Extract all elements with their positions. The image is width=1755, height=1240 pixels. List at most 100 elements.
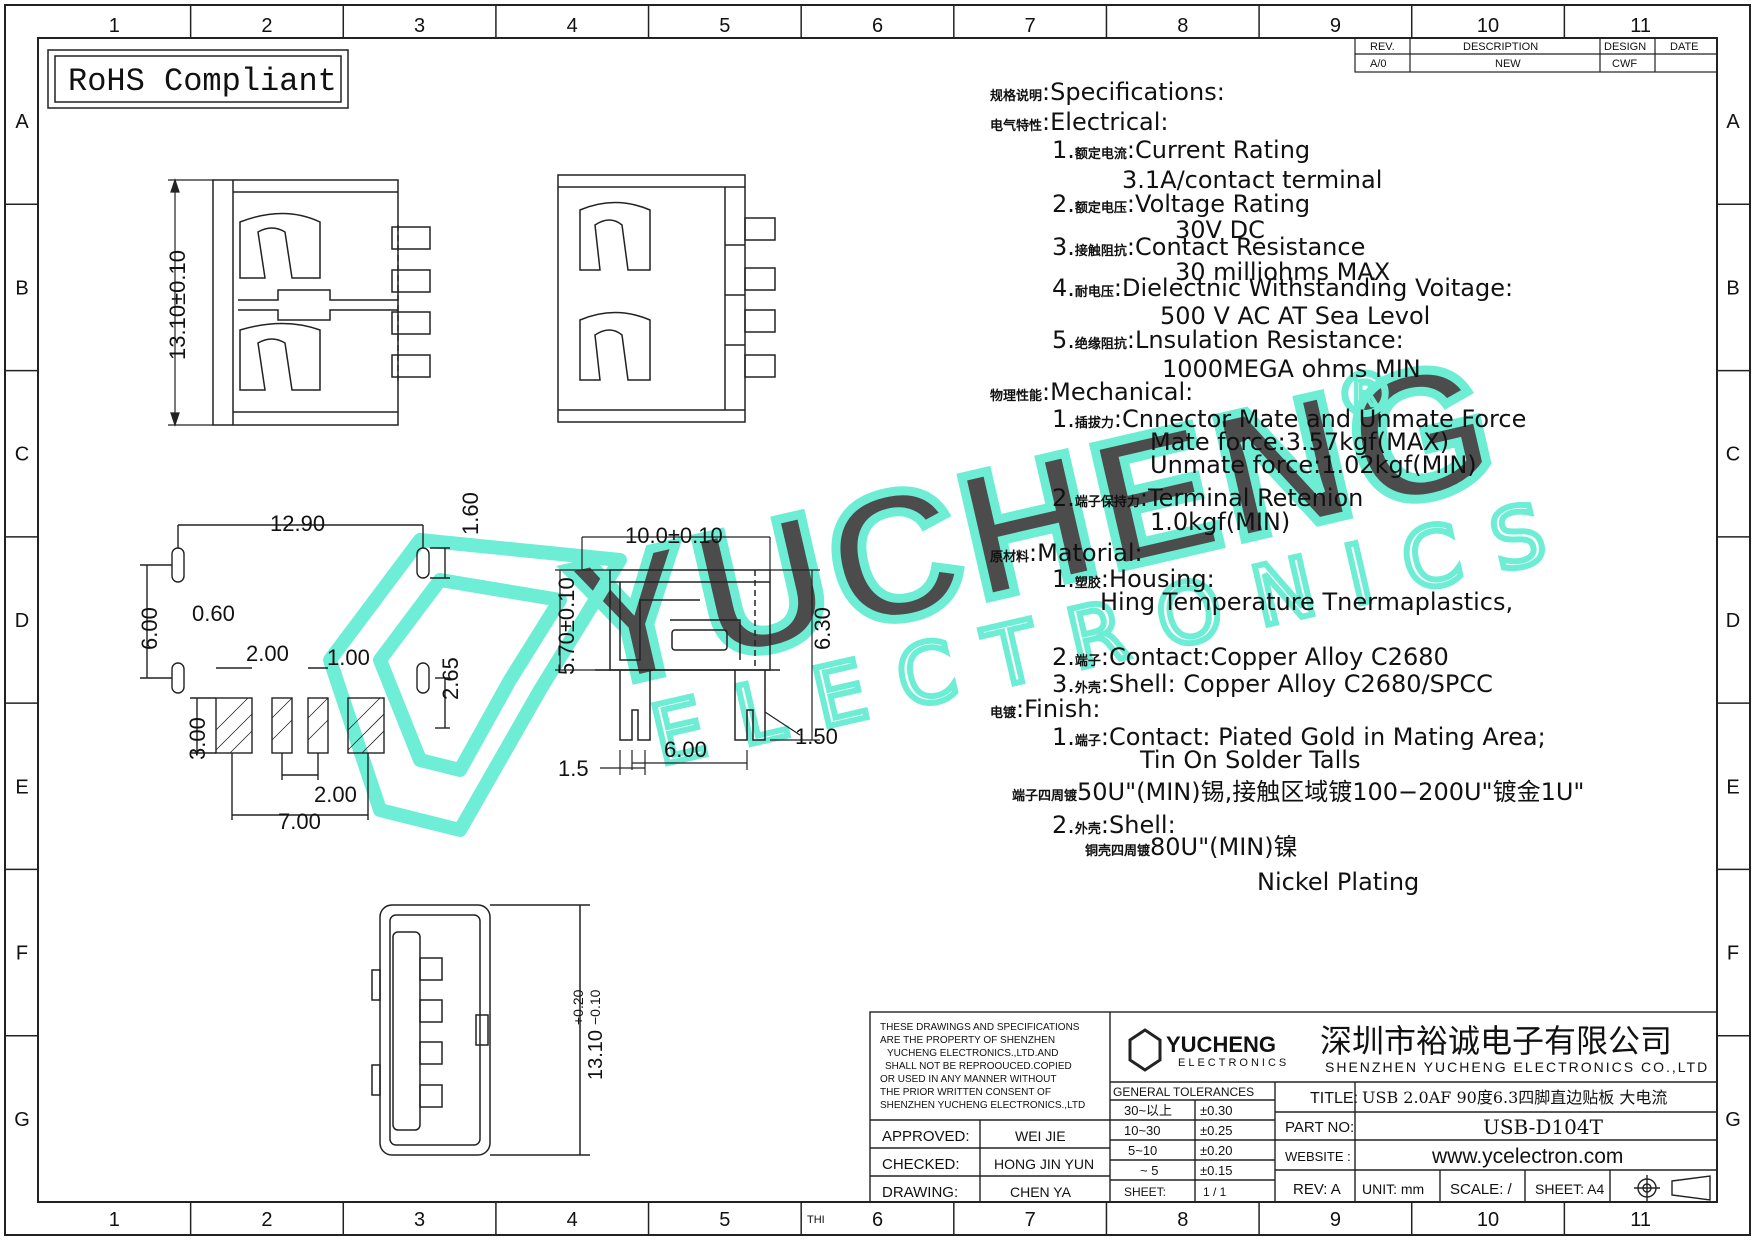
company-name-en: SHENZHEN YUCHENG ELECTRONICS CO.,LTD — [1325, 1059, 1709, 1075]
spec-text: Electrical: — [1050, 108, 1169, 136]
spec-cn-label: 耐电压 — [1074, 285, 1114, 300]
tolerance-value-1: ±0.25 — [1200, 1123, 1232, 1138]
thi-label: THI — [807, 1214, 825, 1226]
frame-col-label-top: 10 — [1477, 15, 1499, 37]
side-view-dimension-lines — [555, 536, 820, 775]
spec-text: Terminal Retenion — [1148, 484, 1364, 512]
frame-col-label-bottom: 7 — [1025, 1209, 1036, 1231]
spec-text: Shell: Copper Alloy C2680/SPCC — [1109, 670, 1493, 698]
frame-row-label-left: A — [15, 111, 29, 133]
spec-line: 铜壳四周镀80U"(MIN)镍 — [1085, 835, 1298, 859]
pcb-pad-hatching — [215, 697, 385, 754]
spec-number: 1. — [1052, 136, 1075, 164]
part-value: USB-D104T — [1483, 1115, 1604, 1139]
spec-text: Unmate force:1.02kgf(MIN) — [1150, 451, 1477, 479]
spec-line: 2.端子保持力:Terminal Retenion — [1052, 484, 1364, 512]
dim-front-height: 13.10 — [585, 1030, 607, 1080]
spec-line: 1.塑胶:Housing: — [1052, 565, 1215, 593]
spec-cn-label: 插拔力 — [1074, 416, 1114, 431]
projection-symbol-icon — [1634, 1175, 1711, 1201]
disclaimer-line-3: SHALL NOT BE REPROOUCED.COPIED — [885, 1061, 1072, 1072]
disclaimer-line-6: SHENZHEN YUCHENG ELECTRONICS.,LTD — [880, 1100, 1085, 1111]
dim-600: 6.00 — [137, 607, 162, 650]
unit-label: UNIT: mm — [1362, 1181, 1424, 1197]
spec-line: 5.绝缘阻抗:Lnsulation Resistance: — [1052, 326, 1404, 354]
spec-cn-label: 端子保持力 — [1074, 495, 1140, 510]
frame-row-label-right: B — [1726, 277, 1739, 299]
spec-number: 1. — [1052, 405, 1075, 433]
company-name-cn: 深圳市裕诚电子有限公司 — [1320, 1022, 1672, 1060]
spec-line: Hing Temperature Tnermaplastics, — [1100, 590, 1513, 614]
rev-value: A/0 — [1370, 58, 1387, 70]
spec-cn-label: 接触阻抗 — [1074, 244, 1127, 259]
frame-col-label-top: 8 — [1177, 15, 1188, 37]
dim-060: 0.60 — [192, 601, 235, 626]
dim-side-height: 5.70±0.10 — [554, 577, 579, 675]
dim-300: 3.00 — [185, 717, 210, 760]
spec-number: 2. — [1052, 643, 1075, 671]
dim-front-tol-plus: +0.20 — [570, 989, 586, 1025]
spec-cn-label: 塑胶 — [1074, 576, 1101, 591]
logo-text: YUCHENG — [1166, 1032, 1276, 1057]
spec-line: 3.接触阻抗:Contact Resistance — [1052, 233, 1366, 261]
description-header: DESCRIPTION — [1463, 41, 1538, 53]
frame-col-label-top: 1 — [109, 15, 120, 37]
spec-line: 规格说明:Specifications: — [990, 78, 1225, 106]
dim-700: 7.00 — [278, 809, 321, 834]
dim-200b: 2.00 — [314, 782, 357, 807]
revision-table — [1354, 37, 1718, 73]
tolerance-value-3: ±0.15 — [1200, 1163, 1232, 1178]
disclaimer-line-0: THESE DRAWINGS AND SPECIFICATIONS — [880, 1022, 1080, 1033]
spec-text: Voltage Rating — [1135, 190, 1311, 218]
spec-text: 30 milliohms MAX — [1175, 258, 1391, 286]
tolerance-header: GENERAL TOLERANCES — [1113, 1085, 1254, 1099]
spec-line: 物理性能:Mechanical: — [990, 378, 1194, 406]
spec-text: 1000MEGA ohms MIN — [1162, 355, 1421, 383]
spec-number: 3. — [1052, 233, 1075, 261]
frame-col-label-bottom: 8 — [1177, 1209, 1188, 1231]
sheet-label: SHEET: — [1124, 1185, 1166, 1199]
spec-text: 50U"(MIN)锡,接触区域镀100−200U"镀金1U" — [1077, 778, 1585, 806]
disclaimer-line-5: THE PRIOR WRITTEN CONSENT OF — [880, 1087, 1051, 1098]
spec-number: 2. — [1052, 190, 1075, 218]
frame-col-label-top: 7 — [1025, 15, 1036, 37]
frame-row-label-left: D — [15, 610, 29, 632]
dim-200a: 2.00 — [246, 641, 289, 666]
spec-cn-label: 端子 — [1074, 654, 1101, 669]
spec-line: 1.端子:Contact: Piated Gold in Mating Area… — [1052, 723, 1546, 751]
spec-text: Contact: Piated Gold in Mating Area; — [1109, 723, 1546, 751]
dim-side-150: 1.50 — [795, 724, 838, 749]
frame-row-label-right: F — [1727, 943, 1739, 965]
spec-text: Matorial: — [1037, 539, 1143, 567]
spec-text: Contact:Copper Alloy C2680 — [1109, 643, 1449, 671]
frame-col-label-top: 5 — [719, 15, 730, 37]
spec-line: 1.插拔力:Cnnector Mate and Unmate Force — [1052, 405, 1527, 433]
spec-line: 端子四周镀50U"(MIN)锡,接触区域镀100−200U"镀金1U" — [1012, 780, 1584, 804]
dim-side-600: 6.00 — [664, 737, 707, 762]
spec-text: Specifications: — [1050, 78, 1225, 106]
spec-text: Finish: — [1024, 695, 1101, 723]
spec-cn-label: 外壳 — [1074, 681, 1101, 696]
spec-text: Contact Resistance — [1135, 233, 1366, 261]
frame-col-label-top: 9 — [1330, 15, 1341, 37]
dim-front-tol-minus: −0.10 — [587, 989, 603, 1025]
title-block-text: THESE DRAWINGS AND SPECIFICATIONS ARE TH… — [807, 1022, 1711, 1226]
spec-cn-label: 外壳 — [1074, 822, 1101, 837]
spec-number: 1. — [1052, 723, 1075, 751]
tolerance-range-2: 5~10 — [1128, 1143, 1157, 1158]
rev-header: REV. — [1370, 41, 1395, 53]
frame-col-label-bottom: 1 — [109, 1209, 120, 1231]
part-label: PART NO: — [1285, 1119, 1354, 1136]
frame-row-label-right: C — [1726, 444, 1740, 466]
logo-subtext: ELECTRONICS — [1178, 1057, 1289, 1069]
top-view-connector — [212, 179, 431, 426]
title-label: TITLE: — [1310, 1090, 1358, 1107]
frame-col-label-bottom: 10 — [1477, 1209, 1499, 1231]
spec-number: 2. — [1052, 484, 1075, 512]
frame-col-label-bottom: 3 — [414, 1209, 425, 1231]
spec-cn-label: 绝缘阻抗 — [1074, 337, 1127, 352]
spec-line: 4.耐电压:Dielectnic Withstanding Voitage: — [1052, 274, 1514, 302]
pcb-footprint — [140, 524, 450, 820]
sheet-value: 1 / 1 — [1203, 1185, 1227, 1199]
spec-cn-label: 端子 — [1074, 734, 1101, 749]
